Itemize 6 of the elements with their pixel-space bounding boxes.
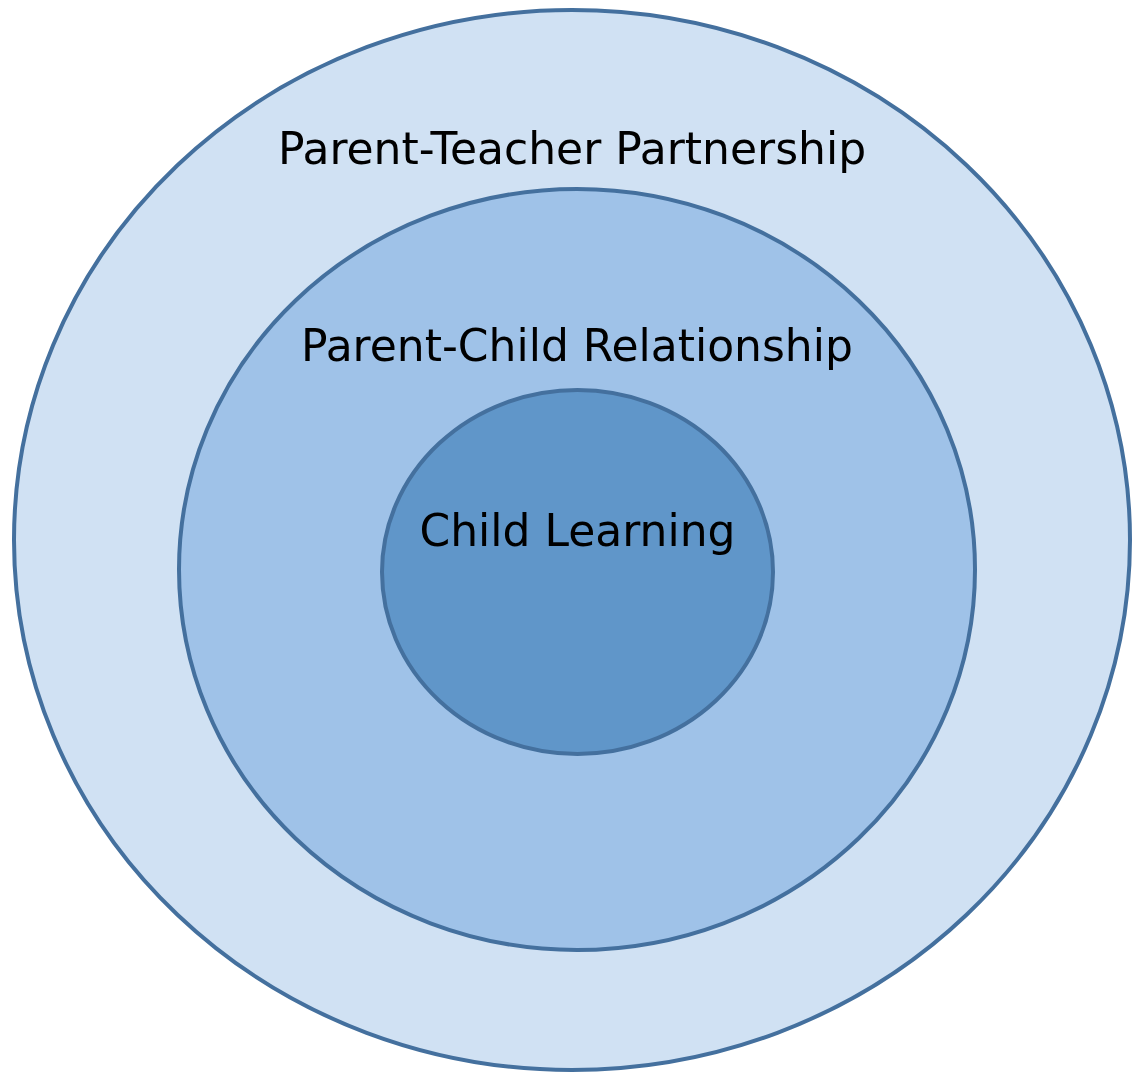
region-label: Child Learning — [419, 505, 736, 556]
region-label: Parent-Teacher Partnership — [277, 123, 867, 174]
ellipse-region — [12, 8, 1132, 1072]
region-label: Parent-Child Relationship — [301, 320, 853, 371]
ellipse-region — [177, 187, 977, 952]
ellipse-region — [380, 388, 775, 756]
